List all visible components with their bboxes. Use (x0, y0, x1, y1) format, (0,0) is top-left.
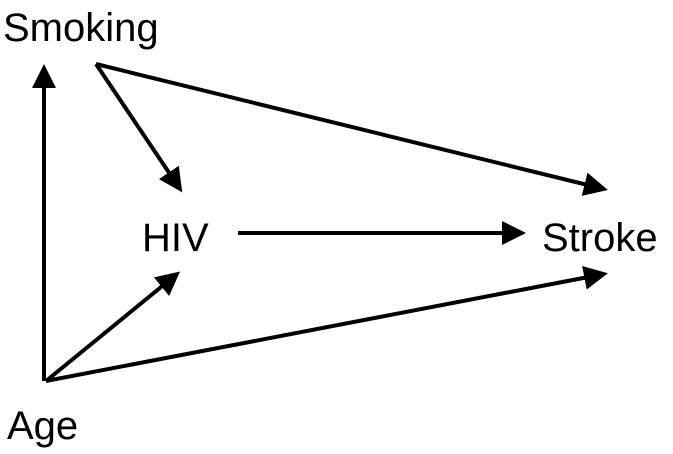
node-stroke: Stroke (542, 216, 658, 260)
node-smoking: Smoking (3, 6, 159, 50)
edge-smoking-to-hiv (94, 62, 183, 193)
edge-age-to-stroke (45, 265, 608, 383)
node-hiv: HIV (142, 216, 209, 260)
edge-age-to-hiv (44, 271, 181, 383)
node-age: Age (7, 404, 79, 448)
edge-smoking-to-stroke (95, 62, 608, 196)
